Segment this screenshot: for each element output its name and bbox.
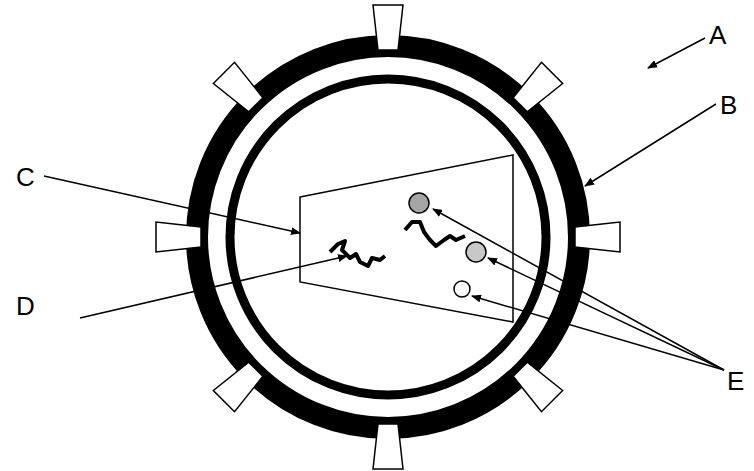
leader-lines: [44, 38, 724, 370]
callout-letter: C: [16, 164, 35, 190]
enzyme-circle: [454, 281, 470, 297]
callout-letter: D: [16, 293, 35, 319]
enzyme-circle: [466, 242, 486, 262]
callout-letter: A: [709, 22, 726, 48]
envelope-ring: [197, 46, 579, 428]
callout-letter: E: [727, 368, 744, 394]
inner-ring: [230, 79, 546, 395]
enzyme-circle: [409, 193, 429, 213]
nucleic-acid: [405, 222, 465, 246]
callout-letter: B: [720, 92, 737, 118]
spikes: [156, 5, 620, 469]
nucleic-acid: [330, 241, 385, 266]
capsid: [300, 155, 513, 322]
